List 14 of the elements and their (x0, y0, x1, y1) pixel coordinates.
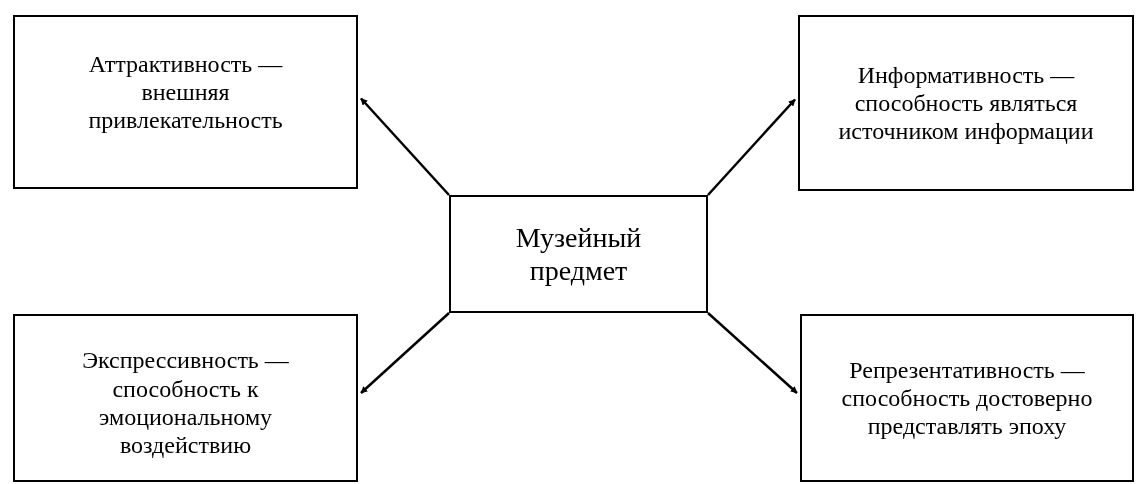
property-box (800, 314, 1134, 482)
box-label: Репрезентативность — способность достоверно представлять эпоху (840, 355, 1094, 441)
box-label: Информативность — способность являться источником информации (837, 60, 1095, 146)
arrow (707, 98, 796, 196)
arrow (360, 97, 450, 196)
central-box (449, 195, 708, 313)
box-label: Экспрессивность — способность к эмоциональному воздействию (81, 346, 290, 460)
box-label: Музейный предмет (514, 220, 643, 288)
property-box (13, 314, 358, 482)
arrow (707, 312, 798, 394)
property-box (13, 15, 358, 189)
box-label: Аттрактивность — внешняя привлекательность (87, 49, 284, 135)
property-box (798, 15, 1134, 191)
arrow (360, 312, 450, 394)
